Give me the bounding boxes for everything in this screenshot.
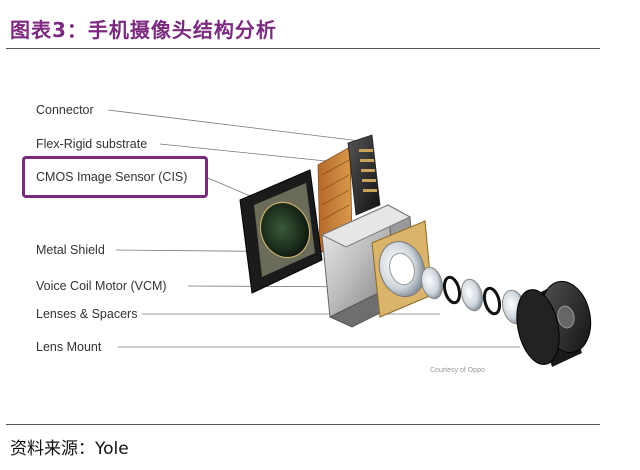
lens-mount-shape <box>516 280 592 367</box>
label-metal-shield: Metal Shield <box>36 243 105 257</box>
source-divider <box>6 424 600 425</box>
label-lenses: Lenses & Spacers <box>36 307 138 321</box>
image-credit: Courtesy of Oppo <box>430 367 485 374</box>
image-sensor-shape <box>259 201 311 259</box>
cis-highlight-box <box>22 156 208 198</box>
label-cis: CMOS Image Sensor (CIS) <box>36 170 188 184</box>
label-lens-mount: Lens Mount <box>36 340 102 354</box>
source-note: 资料来源：Yole <box>10 439 129 459</box>
leader-lines <box>107 109 520 348</box>
label-flex-rigid: Flex-Rigid substrate <box>36 137 148 151</box>
lenses-group <box>420 266 527 325</box>
connector-shape <box>347 134 381 216</box>
figure-title: 图表3：手机摄像头结构分析 <box>10 18 277 42</box>
exploded-view-illustration <box>107 109 592 367</box>
title-divider <box>6 48 600 49</box>
label-vcm: Voice Coil Motor (VCM) <box>36 279 167 293</box>
label-connector: Connector <box>36 103 94 117</box>
camera-diagram: Connector Flex-Rigid substrate CMOS Imag… <box>0 55 640 415</box>
